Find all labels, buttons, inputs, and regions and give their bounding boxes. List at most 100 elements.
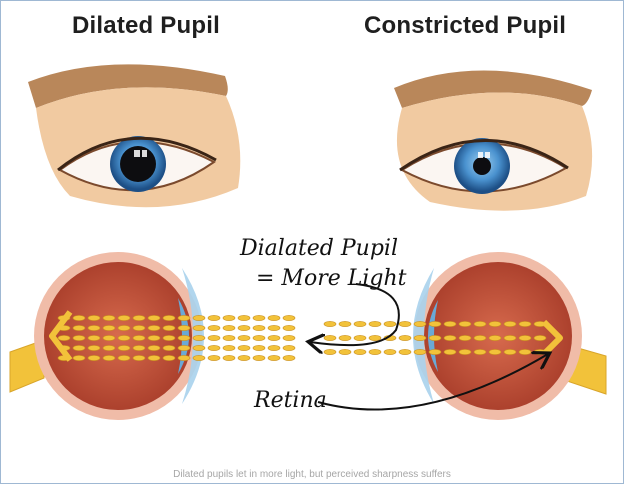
light-ray-dash: [222, 325, 236, 331]
light-ray-dash: [162, 325, 176, 331]
light-ray-dash: [192, 315, 206, 321]
light-ray-dash: [267, 355, 281, 361]
light-ray-dash: [428, 349, 442, 355]
light-ray-dash: [518, 335, 532, 341]
annotation-dialated-pupil: Dialated Pupil: [240, 236, 399, 261]
title-constricted-pupil: Constricted Pupil: [364, 12, 567, 39]
light-ray-dash: [162, 355, 176, 361]
light-ray-dash: [177, 355, 191, 361]
light-ray-dash: [222, 355, 236, 361]
light-ray-dash: [147, 325, 161, 331]
light-ray-dash: [323, 321, 337, 327]
light-ray-dash: [443, 335, 457, 341]
light-ray-dash: [368, 321, 382, 327]
light-ray-dash: [147, 345, 161, 351]
light-ray-dash: [207, 315, 221, 321]
light-ray-dash: [72, 355, 86, 361]
light-ray-dash: [132, 355, 146, 361]
light-ray-dash: [252, 345, 266, 351]
light-ray-dash: [177, 335, 191, 341]
arrow-retina: [317, 354, 548, 411]
light-ray-dash: [413, 335, 427, 341]
light-ray-dash: [237, 355, 251, 361]
light-ray-dash: [398, 335, 412, 341]
title-dilated-pupil: Dilated Pupil: [72, 12, 220, 39]
light-ray-dash: [383, 321, 397, 327]
left-eyeball-cross-section: [9, 252, 204, 420]
light-ray-dash: [192, 345, 206, 351]
light-ray-dash: [488, 321, 502, 327]
light-ray-dash: [87, 315, 101, 321]
right-eye-face: [394, 70, 593, 211]
light-ray-dash: [147, 355, 161, 361]
light-ray-dash: [267, 315, 281, 321]
light-ray-dash: [132, 325, 146, 331]
light-ray-dash: [192, 355, 206, 361]
light-ray-dash: [267, 335, 281, 341]
light-ray-dash: [57, 335, 71, 341]
light-ray-dash: [488, 335, 502, 341]
light-ray-dash: [87, 355, 101, 361]
light-ray-dash: [428, 335, 442, 341]
light-ray-dash: [237, 315, 251, 321]
light-ray-dash: [102, 315, 116, 321]
light-ray-dash: [87, 335, 101, 341]
light-ray-dash: [102, 355, 116, 361]
light-ray-dash: [398, 349, 412, 355]
light-ray-dash: [323, 349, 337, 355]
light-ray-dash: [518, 321, 532, 327]
light-ray-dash: [282, 325, 296, 331]
arrowhead-left-retina: [49, 310, 73, 362]
light-ray-dash: [177, 325, 191, 331]
light-ray-dash: [177, 345, 191, 351]
light-ray-dash: [533, 335, 547, 341]
light-ray-dash: [207, 325, 221, 331]
light-ray-dash: [207, 335, 221, 341]
light-ray-dash: [338, 349, 352, 355]
light-ray-dash: [102, 335, 116, 341]
light-ray-dash: [102, 325, 116, 331]
light-ray-dash: [252, 335, 266, 341]
light-ray-dash: [117, 335, 131, 341]
light-ray-dash: [368, 335, 382, 341]
light-ray-dash: [282, 315, 296, 321]
light-ray-dash: [398, 321, 412, 327]
light-ray-dash: [503, 321, 517, 327]
light-ray-dash: [413, 349, 427, 355]
light-ray-dash: [503, 335, 517, 341]
light-ray-dash: [488, 349, 502, 355]
light-ray-dash: [428, 321, 442, 327]
light-ray-dash: [147, 335, 161, 341]
light-ray-dash: [473, 335, 487, 341]
annotation-more-light: = More Light: [256, 266, 407, 291]
light-rays-constricted: [323, 321, 547, 355]
light-ray-dash: [72, 315, 86, 321]
light-ray-dash: [162, 345, 176, 351]
light-ray-dash: [267, 345, 281, 351]
light-ray-dash: [368, 349, 382, 355]
light-ray-dash: [117, 355, 131, 361]
light-ray-dash: [503, 349, 517, 355]
light-ray-dash: [353, 335, 367, 341]
light-ray-dash: [87, 345, 101, 351]
light-ray-dash: [117, 315, 131, 321]
light-ray-dash: [132, 315, 146, 321]
light-ray-dash: [353, 349, 367, 355]
light-ray-dash: [72, 345, 86, 351]
light-rays-dilated: [57, 315, 296, 361]
light-ray-dash: [222, 335, 236, 341]
light-ray-dash: [207, 345, 221, 351]
light-ray-dash: [162, 335, 176, 341]
light-ray-dash: [338, 335, 352, 341]
figure-caption: Dilated pupils let in more light, but pe…: [173, 469, 451, 480]
light-ray-dash: [192, 325, 206, 331]
light-ray-dash: [132, 345, 146, 351]
light-ray-dash: [207, 355, 221, 361]
light-ray-dash: [323, 335, 337, 341]
light-ray-dash: [338, 321, 352, 327]
light-ray-dash: [353, 321, 367, 327]
light-ray-dash: [177, 315, 191, 321]
light-ray-dash: [458, 321, 472, 327]
light-ray-dash: [252, 325, 266, 331]
